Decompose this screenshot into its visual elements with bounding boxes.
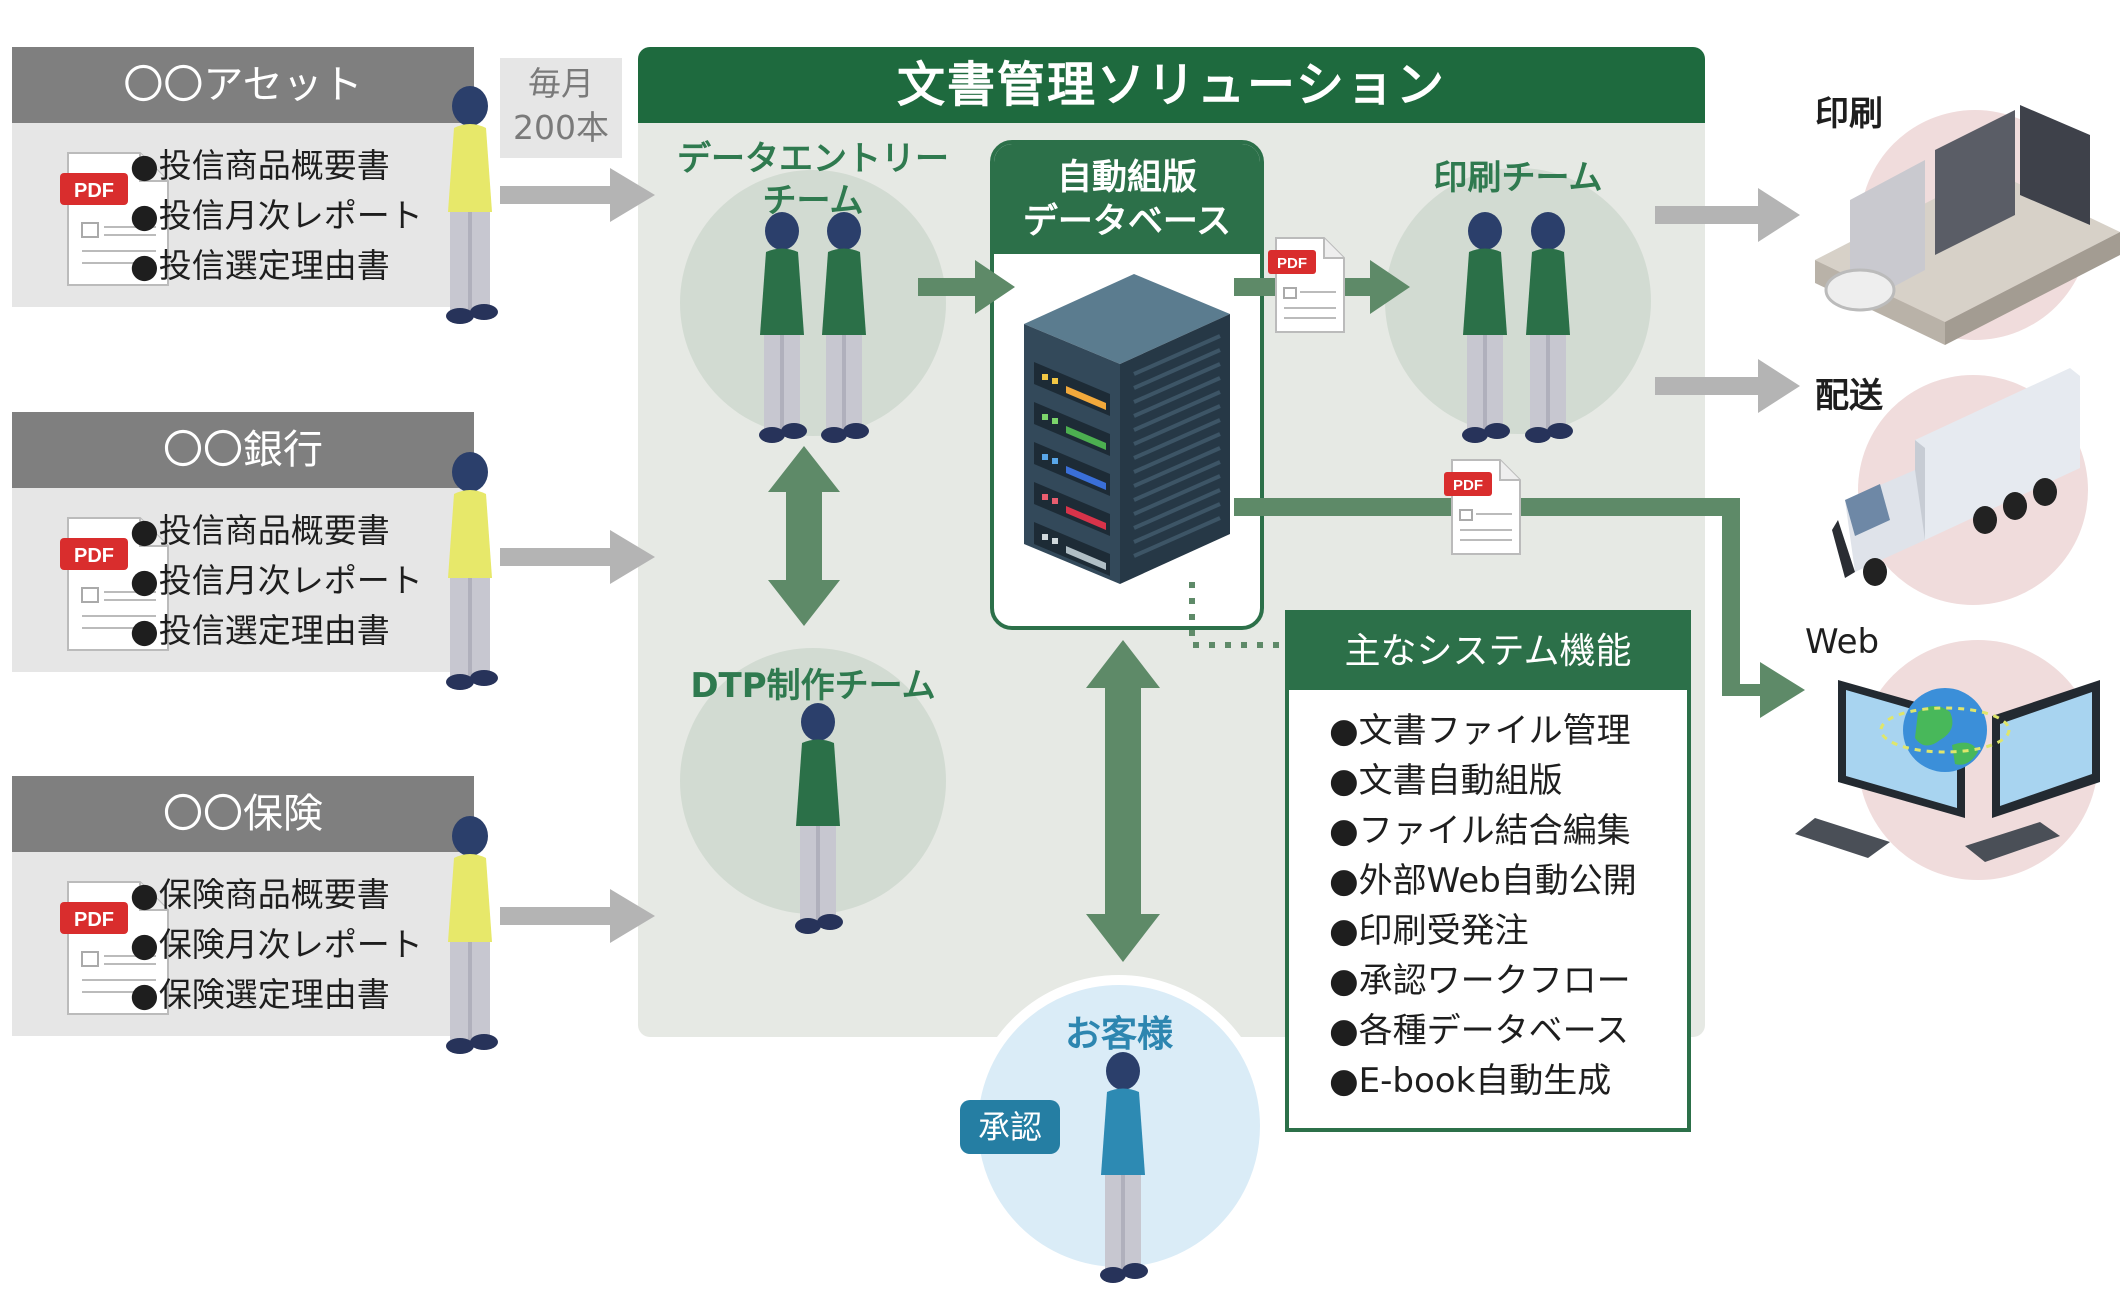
feature-item: 文書自動組版	[1329, 756, 1637, 806]
client-name: 〇〇保険	[12, 776, 474, 852]
pdf-label: PDF	[1277, 255, 1307, 272]
print-team-person-icon	[1462, 212, 1510, 443]
volume-line2: 200本	[513, 108, 609, 147]
print-team-label: 印刷チーム	[1433, 158, 1603, 198]
customer-person-icon	[1100, 1052, 1148, 1283]
dtp-person-icon	[795, 703, 843, 934]
client-box-asset: 〇〇アセット PDF 投信商品概要書 投信月次レポート 投信選定理由書	[12, 47, 474, 307]
doc-list: 保険商品概要書 保険月次レポート 保険選定理由書	[130, 870, 423, 1020]
data-entry-person-icon	[759, 212, 807, 443]
doc-item: 投信商品概要書	[130, 506, 423, 556]
customer-label: お客様	[1065, 1014, 1174, 1055]
client-name: 〇〇アセット	[12, 47, 474, 123]
database-line1: 自動組版	[1056, 158, 1197, 198]
feature-item: E-book自動生成	[1329, 1056, 1637, 1106]
delivery-label: 配送	[1815, 376, 1883, 416]
client-name: 〇〇銀行	[12, 412, 474, 488]
database-line2: データベース	[1022, 202, 1232, 242]
data-entry-team-circle	[680, 170, 946, 436]
print-label: 印刷	[1815, 94, 1883, 134]
flow-arrows	[768, 260, 1805, 962]
doc-item: 保険選定理由書	[130, 970, 423, 1020]
client-person-icon	[446, 816, 498, 1054]
doc-item: 投信商品概要書	[130, 141, 423, 191]
database-title: 自動組版 データベース	[994, 144, 1260, 254]
feature-item: 文書ファイル管理	[1329, 706, 1637, 756]
pdf-label: PDF	[1453, 477, 1483, 494]
feature-item: 承認ワークフロー	[1329, 956, 1637, 1006]
pdf-icon	[1267, 237, 1345, 333]
features-list: 文書ファイル管理 文書自動組版 ファイル結合編集 外部Web自動公開 印刷受発注…	[1329, 706, 1637, 1106]
doc-item: 投信月次レポート	[130, 556, 423, 606]
doc-list: 投信商品概要書 投信月次レポート 投信選定理由書	[130, 141, 423, 291]
printing-machine-icon	[1815, 105, 2120, 345]
solution-title: 文書管理ソリューション	[638, 47, 1705, 123]
client-person-icon	[446, 86, 498, 324]
doc-item: 保険商品概要書	[130, 870, 423, 920]
input-arrows	[500, 168, 655, 943]
client-box-bank: 〇〇銀行 PDF 投信商品概要書 投信月次レポート 投信選定理由書	[12, 412, 474, 672]
dtp-team-label: DTP制作チーム	[690, 666, 936, 706]
print-team-circle	[1385, 168, 1651, 434]
web-label: Web	[1805, 622, 1880, 662]
data-entry-line1: データエントリー	[677, 139, 949, 179]
dotted-connector	[1189, 582, 1285, 648]
web-monitors-icon	[1795, 680, 2100, 862]
client-box-insurance: 〇〇保険 PDF 保険商品概要書 保険月次レポート 保険選定理由書	[12, 776, 474, 1036]
feature-item: 各種データベース	[1329, 1006, 1637, 1056]
data-entry-team-label: データエントリー チーム	[660, 138, 966, 222]
feature-item: 外部Web自動公開	[1329, 856, 1637, 906]
server-icon	[1024, 274, 1230, 584]
approval-badge: 承認	[960, 1100, 1060, 1154]
print-team-person-icon	[1525, 212, 1573, 443]
volume-line1: 毎月	[528, 64, 594, 103]
auto-typesetting-database: 自動組版 データベース	[990, 140, 1264, 630]
doc-list: 投信商品概要書 投信月次レポート 投信選定理由書	[130, 506, 423, 656]
client-person-icon	[446, 452, 498, 690]
data-entry-person-icon	[821, 212, 869, 443]
doc-item: 投信選定理由書	[130, 606, 423, 656]
feature-item: 印刷受発注	[1329, 906, 1637, 956]
main-features-box: 主なシステム機能 文書ファイル管理 文書自動組版 ファイル結合編集 外部Web自…	[1285, 610, 1691, 1132]
monthly-volume: 毎月 200本	[500, 58, 622, 158]
doc-item: 投信月次レポート	[130, 191, 423, 241]
feature-item: ファイル結合編集	[1329, 806, 1637, 856]
features-title: 主なシステム機能	[1289, 614, 1687, 690]
doc-item: 保険月次レポート	[130, 920, 423, 970]
pdf-icon	[1443, 459, 1521, 555]
delivery-truck-icon	[1832, 368, 2080, 586]
pdf-label: PDF	[74, 180, 114, 202]
pdf-label: PDF	[74, 545, 114, 567]
doc-item: 投信選定理由書	[130, 241, 423, 291]
pdf-label: PDF	[74, 909, 114, 931]
output-arrows	[1655, 188, 1800, 413]
